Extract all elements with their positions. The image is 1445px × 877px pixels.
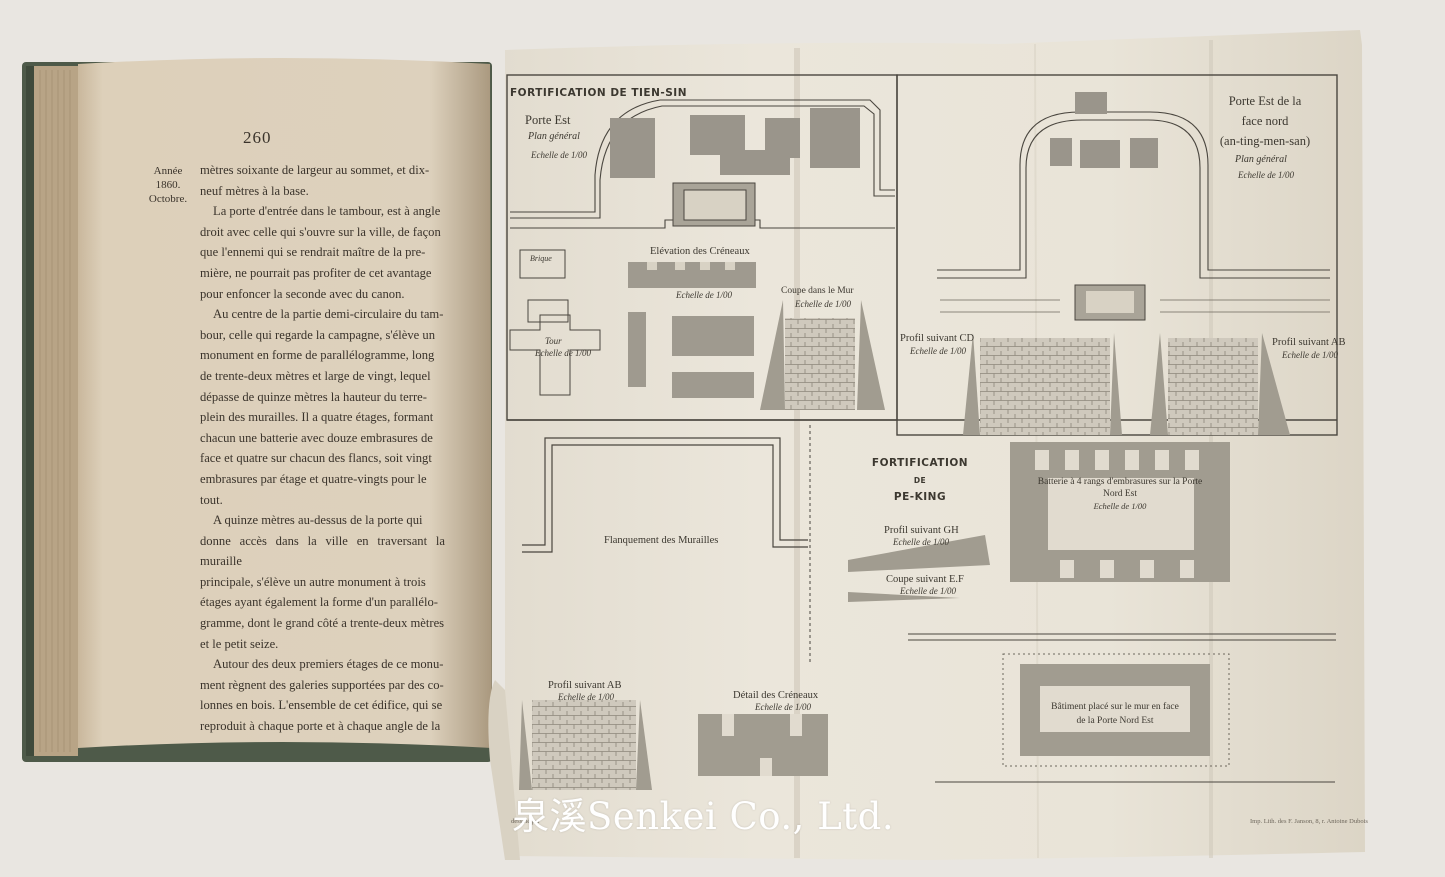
text-line: ment règnent des galeries supportées par… xyxy=(200,677,444,692)
label-coupe-ef: Coupe suivant E.F xyxy=(886,574,964,585)
label-echelle-tour: Echelle de 1/00 xyxy=(535,348,591,358)
label-echelle-cd: Echelle de 1/00 xyxy=(910,346,966,356)
label-profil-ab-right: Profil suivant AB xyxy=(1272,337,1346,348)
margin-note-month: Octobre. xyxy=(148,193,188,205)
text-line: mètres soixante de largeur au sommet, et… xyxy=(200,163,430,177)
watermark: 泉溪Senkei Co., Ltd. xyxy=(512,795,895,838)
text-line: neuf mètres à la base. xyxy=(200,183,309,198)
text-line: et le petit seize. xyxy=(200,636,279,651)
label-echelle-ab-right: Echelle de 1/00 xyxy=(1282,350,1338,360)
margin-note-year: Année 1860. xyxy=(153,165,183,191)
label-profil-gh: Profil suivant GH xyxy=(884,525,959,536)
text-line: principale, s'élève un autre monument à … xyxy=(200,574,426,589)
label-profil-cd: Profil suivant CD xyxy=(900,333,975,344)
text-line: gramme, dont le grand côté a trente-deux… xyxy=(200,616,445,631)
label-echelle-ef: Echelle de 1/00 xyxy=(900,586,956,596)
text-line: monument en forme de parallélogramme, lo… xyxy=(200,348,435,363)
text-line: pour enfoncer la seconde avec du canon. xyxy=(200,286,405,301)
label-detail-creneaux: Détail des Créneaux xyxy=(733,690,819,701)
label-porte-est-face-nord: Porte Est de la face nord (an-ting-men-s… xyxy=(1219,94,1311,148)
label-batiment: Bâtiment placé sur le mur en face de la … xyxy=(1051,702,1179,726)
label-batterie: Batterie à 4 rangs d'embrasures sur la P… xyxy=(1037,477,1203,511)
draftsman-credit: dessiné par xyxy=(511,818,541,825)
label-porte-est: Porte Est xyxy=(525,113,571,127)
text-line: Autour des deux premiers étages de ce mo… xyxy=(213,657,444,672)
label-echelle-detail: Echelle de 1/00 xyxy=(755,702,811,712)
text-line: La porte d'entrée dans le tambour, est à… xyxy=(213,204,441,219)
text-line: reproduit à chaque porte et à chaque ang… xyxy=(200,719,441,734)
text-line: bour, celle qui regarde la campagne, s'é… xyxy=(200,327,435,342)
text-line: plein des murailles. Il a quatre étages,… xyxy=(200,410,434,425)
label-brique: Brique xyxy=(530,254,552,263)
text-line: tout. xyxy=(200,492,223,507)
text-line: mière, ne pourrait pas profiter de cet a… xyxy=(200,265,432,280)
label-plan-general: Plan général xyxy=(528,131,580,142)
text-line: Au centre de la partie demi-circulaire d… xyxy=(213,307,444,322)
label-echelle-coupe: Echelle de 1/00 xyxy=(795,299,851,309)
imprint: Imp. Lith. des F. Janson, 8, r. Antoine … xyxy=(1250,818,1368,825)
text-line: face et quatre sur chacun des flancs, so… xyxy=(200,451,432,466)
text-line: droit avec celle qui s'ouvre sur la vill… xyxy=(200,224,441,239)
label-profil-ab-left: Profil suivant AB xyxy=(548,680,622,691)
label-echelle-ab-left: Echelle de 1/00 xyxy=(558,692,614,702)
label-echelle: Echelle de 1/00 xyxy=(531,150,587,160)
text-line: chacun une batterie avec douze embrasure… xyxy=(200,430,433,445)
label-flanquement: Flanquement des Murailles xyxy=(604,535,719,546)
text-line: dépasse de quinze mètres la hauteur du t… xyxy=(200,389,427,404)
text-line: que l'ennemi qui se rendrait maître de l… xyxy=(200,245,426,260)
text-line: étages ayant également la forme d'un par… xyxy=(200,595,438,610)
label-echelle-elevation: Echelle de 1/00 xyxy=(676,290,732,300)
label-plan-general-2: Plan général xyxy=(1235,154,1287,165)
body-text: mètres soixante de largeur au sommet, et… xyxy=(200,160,445,737)
label-tour: Tour xyxy=(545,336,562,346)
text-line: embrasures par étage et quatre-vingts po… xyxy=(200,471,427,486)
margin-note: Année 1860. Octobre. xyxy=(140,164,196,206)
text-line: lonnes en bois. L'ensemble de cet édific… xyxy=(200,698,443,713)
label-coupe-mur: Coupe dans le Mur xyxy=(781,286,854,296)
text-line: A quinze mètres au-dessus de la porte qu… xyxy=(213,513,423,528)
label-echelle-gh: Echelle de 1/00 xyxy=(893,537,949,547)
label-elevation-creneaux: Elévation des Créneaux xyxy=(650,246,750,257)
page-number: 260 xyxy=(243,128,272,147)
text-line: donne accès dans la ville en traversant … xyxy=(200,533,445,569)
text-line: de trente-deux mètres et large de vingt,… xyxy=(200,368,431,383)
label-echelle-2: Echelle de 1/00 xyxy=(1238,170,1294,180)
tiensin-title: FORTIFICATION DE TIEN-SIN xyxy=(510,87,688,99)
pe-king-title: FORTIFICATION DE PE-KING xyxy=(871,457,969,503)
